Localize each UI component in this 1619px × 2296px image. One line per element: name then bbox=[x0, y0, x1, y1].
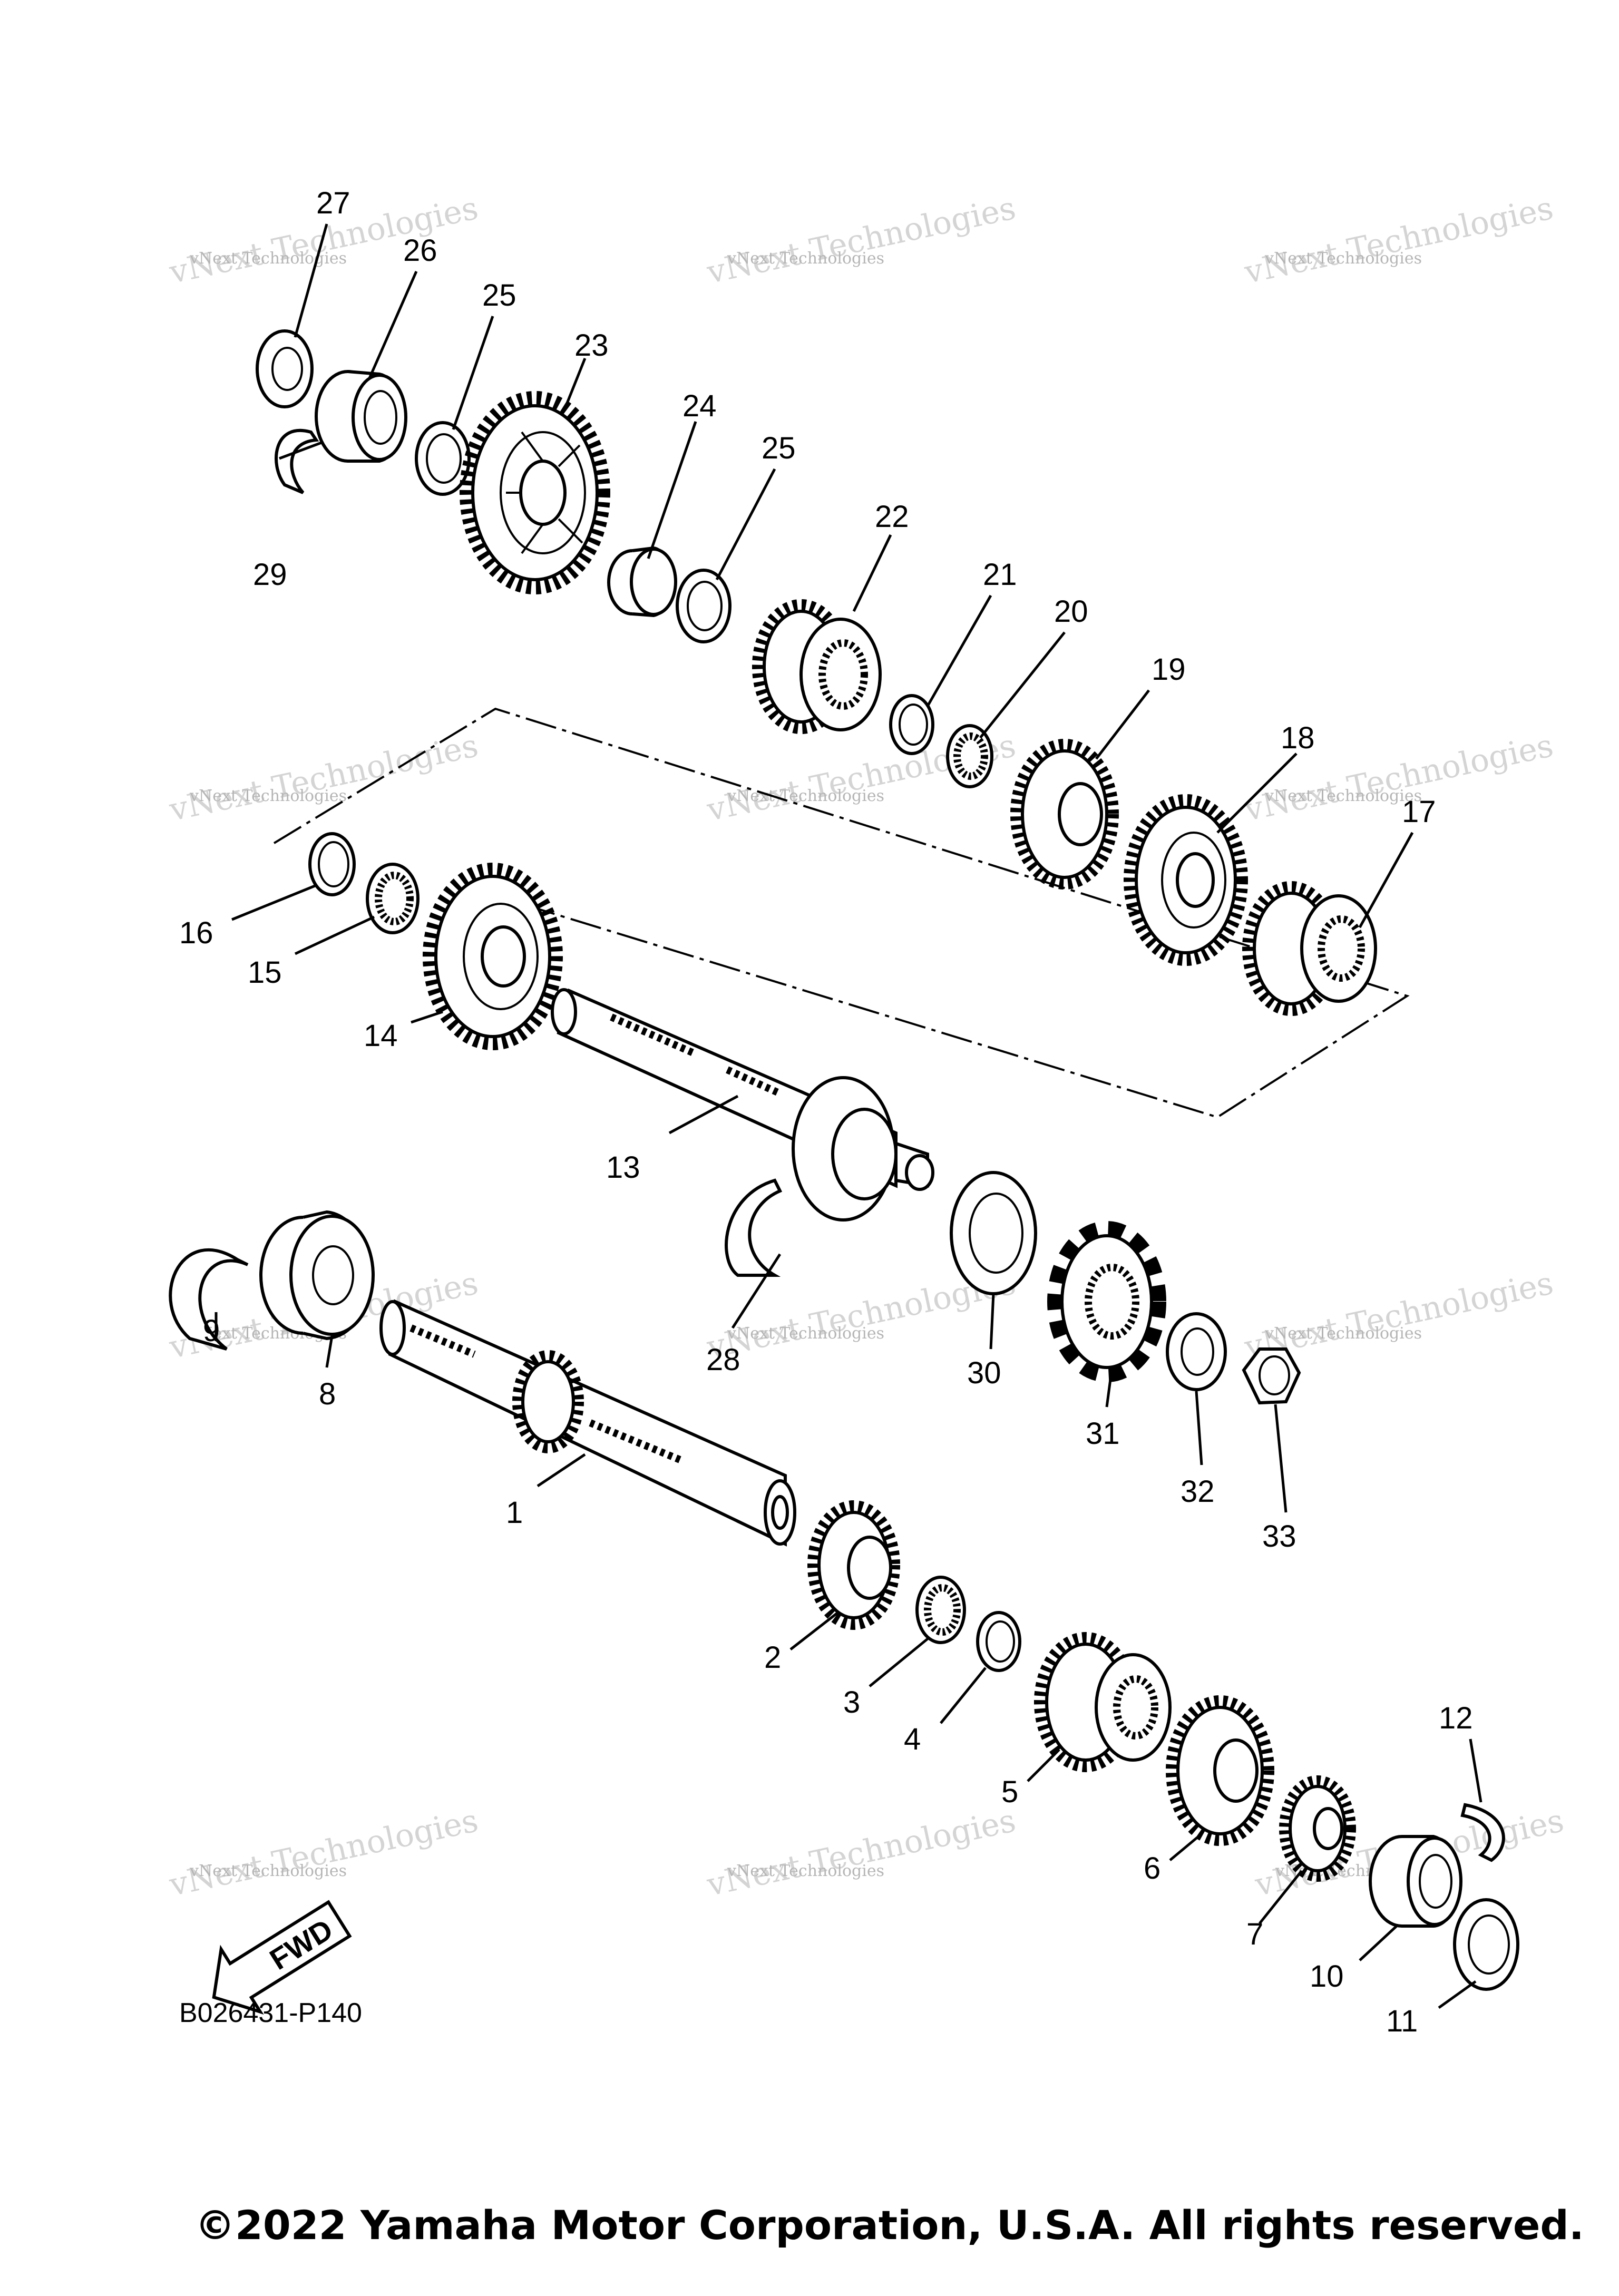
callout-31: 31 bbox=[1086, 1416, 1120, 1451]
callout-19: 19 bbox=[1152, 652, 1186, 687]
part-20-washer bbox=[946, 724, 993, 788]
callout-20: 20 bbox=[1054, 594, 1088, 629]
callout-1: 1 bbox=[506, 1496, 523, 1530]
part-28-circlip bbox=[725, 1178, 783, 1277]
callout-22: 22 bbox=[875, 500, 909, 534]
part-23-gear bbox=[460, 391, 610, 594]
svg-text:vNext Technologies: vNext Technologies bbox=[704, 1802, 1019, 1904]
watermark-10: vNext Technologies vNext Technologies bbox=[166, 1802, 482, 1904]
part-9-circlip bbox=[169, 1248, 249, 1351]
part-13-shaft bbox=[551, 988, 934, 1222]
watermark-4: vNext Technologies vNext Technologies bbox=[166, 727, 482, 829]
watermark-2: vNext Technologies vNext Technologies bbox=[704, 190, 1019, 291]
part-6-gear bbox=[1166, 1695, 1274, 1846]
callout-32: 32 bbox=[1181, 1474, 1215, 1509]
callout-12: 12 bbox=[1439, 1701, 1473, 1735]
part-3-washer bbox=[915, 1576, 966, 1644]
callout-25-b: 25 bbox=[762, 431, 796, 465]
callout-3: 3 bbox=[843, 1685, 860, 1719]
leader-lines bbox=[214, 223, 1483, 2009]
copyright-notice: ©2022 Yamaha Motor Corporation, U.S.A. A… bbox=[195, 2202, 1584, 2249]
callout-7: 7 bbox=[1246, 1917, 1263, 1951]
svg-text:vNext Technologies: vNext Technologies bbox=[704, 190, 1019, 291]
callout-27: 27 bbox=[316, 186, 350, 220]
svg-text:vNext Technologies: vNext Technologies bbox=[727, 1862, 884, 1880]
callouts: 27 26 25 23 24 25 22 21 20 19 18 17 29 1… bbox=[179, 186, 1473, 2038]
part-25-washer-a bbox=[415, 421, 471, 496]
svg-text:vNext Technologies: vNext Technologies bbox=[189, 787, 347, 805]
part-14-gear bbox=[423, 863, 563, 1050]
callout-8: 8 bbox=[319, 1377, 336, 1411]
part-16-circlip bbox=[308, 832, 356, 896]
callout-6: 6 bbox=[1144, 1851, 1160, 1885]
svg-text:vNext Technologies: vNext Technologies bbox=[1264, 249, 1422, 268]
part-32-washer bbox=[1166, 1312, 1227, 1391]
watermark-11: vNext Technologies vNext Technologies bbox=[704, 1802, 1019, 1904]
callout-9: 9 bbox=[203, 1314, 220, 1348]
part-4-circlip bbox=[976, 1611, 1021, 1672]
part-5-gear bbox=[1034, 1632, 1172, 1772]
callout-4: 4 bbox=[904, 1722, 921, 1756]
part-22-gear bbox=[752, 599, 882, 734]
callout-26: 26 bbox=[403, 233, 437, 268]
part-8-bearing bbox=[259, 1210, 375, 1341]
part-27-washer bbox=[256, 329, 314, 408]
svg-text:vNext Technologies: vNext Technologies bbox=[1264, 787, 1422, 805]
svg-text:vNext Technologies: vNext Technologies bbox=[727, 249, 884, 268]
callout-13: 13 bbox=[606, 1150, 640, 1185]
callout-28: 28 bbox=[706, 1343, 740, 1377]
callout-25-a: 25 bbox=[482, 278, 516, 312]
part-21-circlip bbox=[889, 694, 934, 755]
callout-23: 23 bbox=[574, 328, 609, 363]
diagram-code: B026431-P140 bbox=[179, 1998, 362, 2028]
part-15-washer bbox=[366, 863, 420, 934]
callout-18: 18 bbox=[1281, 721, 1315, 755]
callout-16: 16 bbox=[179, 916, 213, 950]
part-24-bushing bbox=[607, 546, 677, 618]
callout-2: 2 bbox=[764, 1640, 781, 1675]
watermark-3: vNext Technologies vNext Technologies bbox=[1241, 190, 1557, 291]
svg-text:vNext Technologies: vNext Technologies bbox=[166, 1802, 482, 1904]
callout-24: 24 bbox=[682, 389, 717, 423]
svg-text:vNext Technologies: vNext Technologies bbox=[727, 787, 884, 805]
part-10-bearing bbox=[1369, 1835, 1462, 1928]
callout-17: 17 bbox=[1402, 795, 1436, 829]
svg-text:vNext Technologies: vNext Technologies bbox=[189, 1862, 347, 1880]
part-33-nut bbox=[1242, 1347, 1301, 1405]
part-31-sprocket bbox=[1047, 1221, 1166, 1382]
callout-11: 11 bbox=[1386, 2004, 1418, 2038]
part-11-seal bbox=[1453, 1898, 1519, 1991]
part-25-washer-b bbox=[676, 569, 732, 643]
callout-14: 14 bbox=[364, 1019, 398, 1053]
part-7-gear bbox=[1279, 1775, 1356, 1882]
part-12-circlip bbox=[1460, 1803, 1505, 1862]
svg-text:vNext Technologies: vNext Technologies bbox=[1241, 190, 1557, 291]
part-26-bearing bbox=[315, 370, 407, 463]
part-29-circlip bbox=[275, 429, 319, 494]
part-17-gear bbox=[1242, 881, 1377, 1016]
svg-text:vNext Technologies: vNext Technologies bbox=[1264, 1324, 1422, 1343]
part-19-gear bbox=[1010, 739, 1119, 890]
callout-29: 29 bbox=[253, 558, 287, 592]
callout-5: 5 bbox=[1001, 1775, 1018, 1809]
callout-30: 30 bbox=[967, 1356, 1001, 1390]
part-18-gear bbox=[1124, 794, 1248, 966]
callout-33: 33 bbox=[1262, 1519, 1296, 1554]
part-1-main-shaft bbox=[379, 1299, 796, 1547]
callout-21: 21 bbox=[983, 558, 1017, 592]
svg-text:vNext Technologies: vNext Technologies bbox=[727, 1324, 884, 1343]
callout-10: 10 bbox=[1310, 1959, 1344, 1994]
part-30-seal bbox=[950, 1171, 1037, 1295]
assembly-bracket bbox=[273, 707, 1410, 1119]
part-2-gear bbox=[807, 1500, 900, 1630]
svg-text:vNext Technologies: vNext Technologies bbox=[189, 249, 347, 268]
callout-15: 15 bbox=[248, 955, 282, 990]
